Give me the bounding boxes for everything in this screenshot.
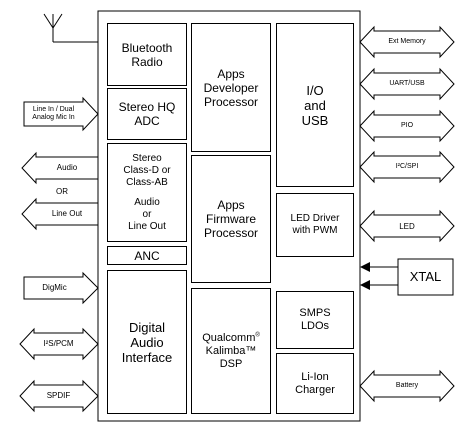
stereo-hq-adc-line-2: ADC <box>134 114 160 128</box>
pio-arrow <box>359 109 455 143</box>
led-label: LED <box>399 222 415 231</box>
stereo-class-line-7: Line Out <box>128 220 166 232</box>
smps-line-1: SMPS <box>299 307 331 319</box>
led-arrow <box>359 209 455 243</box>
pio-label: PIO <box>400 122 414 129</box>
stereo-class-d-block: Stereo Class-D or Class-AB Audio or Line… <box>107 143 187 242</box>
io-usb-line-3: USB <box>301 112 329 128</box>
apps-developer-line-3: Processor <box>203 94 259 109</box>
anc-block: ANC <box>107 246 187 265</box>
led-driver-block: LED Driver with PWM <box>276 193 354 257</box>
digital-audio-line-3: Interface <box>121 349 173 365</box>
dsp-line-1: Qualcomm® <box>202 332 260 345</box>
stereo-class-line-1: Stereo <box>132 152 162 164</box>
spdif-label: SPDIF <box>46 391 71 400</box>
dsp-line-2: Kalimba™ <box>205 344 257 357</box>
audio-out-arrow <box>21 151 99 185</box>
li-ion-line-2: Charger <box>295 383 335 396</box>
xtal-label: XTAL <box>409 269 442 284</box>
uart-usb-arrow <box>359 67 455 101</box>
bluetooth-radio-line-2: Radio <box>131 54 163 69</box>
xtal-connector <box>367 266 398 286</box>
bluetooth-radio-line-1: Bluetooth <box>121 40 173 55</box>
apps-developer-line-2: Developer <box>203 80 259 95</box>
apps-firmware-processor-block: Apps Firmware Processor <box>191 155 271 283</box>
line-in-label: Line In / Dual Analog Mic In <box>24 106 83 122</box>
io-usb-block: I/O and USB <box>276 23 354 187</box>
stereo-hq-adc-line-1: Stereo HQ <box>118 100 176 114</box>
dsp-line-3: DSP <box>219 357 243 370</box>
ext-memory-arrow <box>359 25 455 59</box>
io-usb-line-2: and <box>304 97 326 113</box>
stereo-class-line-6: or <box>142 208 152 220</box>
apps-developer-line-1: Apps <box>217 66 245 81</box>
digital-audio-line-1: Digital <box>128 319 166 335</box>
bluetooth-radio-block: Bluetooth Radio <box>107 23 187 86</box>
uart-usb-label: UART/USB <box>389 80 425 87</box>
i2c-spi-label: I²C/SPI <box>395 163 419 170</box>
stereo-class-line-2: Class-D or <box>123 164 171 176</box>
smps-line-2: LDOs <box>300 320 330 332</box>
anc-label: ANC <box>134 248 160 263</box>
kalimba-dsp-block: Qualcomm® Kalimba™ DSP <box>191 288 271 414</box>
spdif-arrow <box>19 379 99 413</box>
dsp-registered-mark: ® <box>255 331 260 338</box>
apps-firmware-line-1: Apps <box>217 198 245 212</box>
digital-audio-line-2: Audio <box>130 334 164 350</box>
dsp-vendor: Qualcomm <box>202 331 256 344</box>
li-ion-charger-block: Li-Ion Charger <box>276 353 354 414</box>
stereo-class-line-5: Audio <box>134 196 160 208</box>
line-in-label-line-1: Line In / Dual <box>32 106 75 113</box>
xtal-block <box>397 258 454 296</box>
apps-firmware-line-3: Processor <box>203 226 259 240</box>
audio-label: Audio <box>56 163 78 172</box>
i2s-pcm-arrow <box>19 327 99 361</box>
battery-label: Battery <box>395 382 419 389</box>
stereo-hq-adc-block: Stereo HQ ADC <box>107 88 187 140</box>
xtal-arrowheads <box>360 262 370 290</box>
li-ion-line-1: Li-Ion <box>301 370 329 383</box>
ext-memory-label: Ext Memory <box>388 38 426 45</box>
io-usb-line-1: I/O <box>306 82 324 98</box>
led-driver-line-2: with PWM <box>292 225 338 236</box>
i2s-pcm-label: I²S/PCM <box>43 339 74 348</box>
digital-audio-interface-block: Digital Audio Interface <box>107 270 187 414</box>
i2c-spi-arrow <box>359 150 455 184</box>
stereo-class-line-3: Class-AB <box>126 176 168 188</box>
battery-arrow <box>359 369 455 403</box>
or-label: OR <box>56 187 68 196</box>
line-out-label: Line Out <box>51 209 83 218</box>
line-out-arrow <box>21 197 99 231</box>
digmic-label: DigMic <box>42 283 67 292</box>
antenna-icon <box>43 13 98 43</box>
apps-firmware-line-2: Firmware <box>206 212 256 226</box>
line-in-label-line-2: Analog Mic In <box>32 114 75 121</box>
line-in-arrow <box>23 96 99 132</box>
apps-developer-processor-block: Apps Developer Processor <box>191 23 271 152</box>
smps-ldos-block: SMPS LDOs <box>276 291 354 349</box>
led-driver-line-1: LED Driver <box>290 213 340 224</box>
digmic-arrow <box>23 271 99 305</box>
